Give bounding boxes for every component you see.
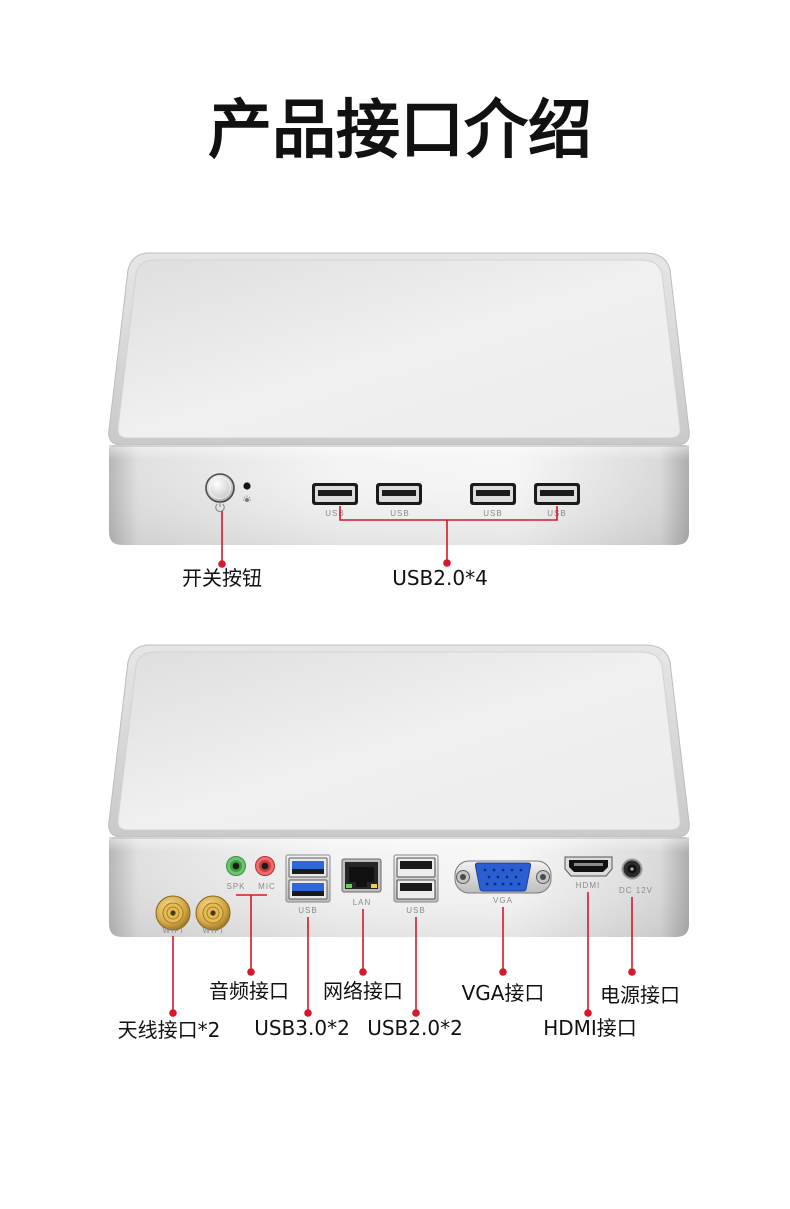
callout-power-button: 开关按钮 [182,566,262,590]
vga-port [454,860,552,894]
callout-dc-line [628,897,636,976]
device-top-surface [117,259,681,439]
hdmi-port [564,856,613,877]
hdmi-label: HDMI [576,881,600,890]
vga-label: VGA [493,896,513,905]
callout-network: 网络接口 [323,979,403,1003]
front-usb-label: USB [390,509,409,518]
sma-antenna-connector-icon [155,895,191,931]
dc-power-jack [621,858,643,880]
lan-port [341,858,382,893]
callout-usb3: USB3.0*2 [254,1016,350,1040]
light-icon [243,495,251,502]
front-usb-label: USB [325,509,344,518]
mic-label: MIC [258,882,276,891]
usb2-port-stack [393,854,439,903]
dc-label: DC 12V [619,886,653,895]
audio-speaker-jack [226,856,246,876]
front-usb-port [470,483,516,505]
front-usb-label: USB [483,509,502,518]
callout-vga-line [499,907,507,976]
power-button [205,473,235,503]
usb3-label: USB [298,906,317,915]
callout-audio: 音频接口 [209,979,289,1003]
usb2-label: USB [406,906,425,915]
device-top-surface [117,651,681,831]
callout-usb3-line [304,917,312,1017]
wifi-label: WIFI [203,926,224,935]
wifi-label: WIFI [163,926,184,935]
callout-front-usb: USB2.0*4 [392,566,488,590]
sma-antenna-connector-icon [195,895,231,931]
callout-dc-power: 电源接口 [600,983,680,1007]
callout-hdmi: HDMI接口 [543,1016,637,1040]
callout-lan-line [359,909,367,976]
front-usb-port [534,483,580,505]
callout-usb2: USB2.0*2 [367,1016,463,1040]
callout-antenna-line [169,936,177,1017]
power-icon [215,502,225,513]
callout-audio-line [236,894,267,976]
led-indicator-icon [243,482,251,490]
callout-antenna: 天线接口*2 [118,1018,221,1042]
usb3-port-stack [285,854,331,903]
callout-hdmi-line [584,892,592,1017]
callout-power-line [218,511,226,568]
front-usb-port [376,483,422,505]
audio-mic-jack [255,856,275,876]
front-usb-port [312,483,358,505]
callout-usb-bracket [339,506,558,567]
callout-usb2-line [412,917,420,1017]
spk-label: SPK [226,882,245,891]
page-title: 产品接口介绍 [208,94,592,168]
callout-vga: VGA接口 [462,981,545,1005]
lan-label: LAN [353,898,372,907]
